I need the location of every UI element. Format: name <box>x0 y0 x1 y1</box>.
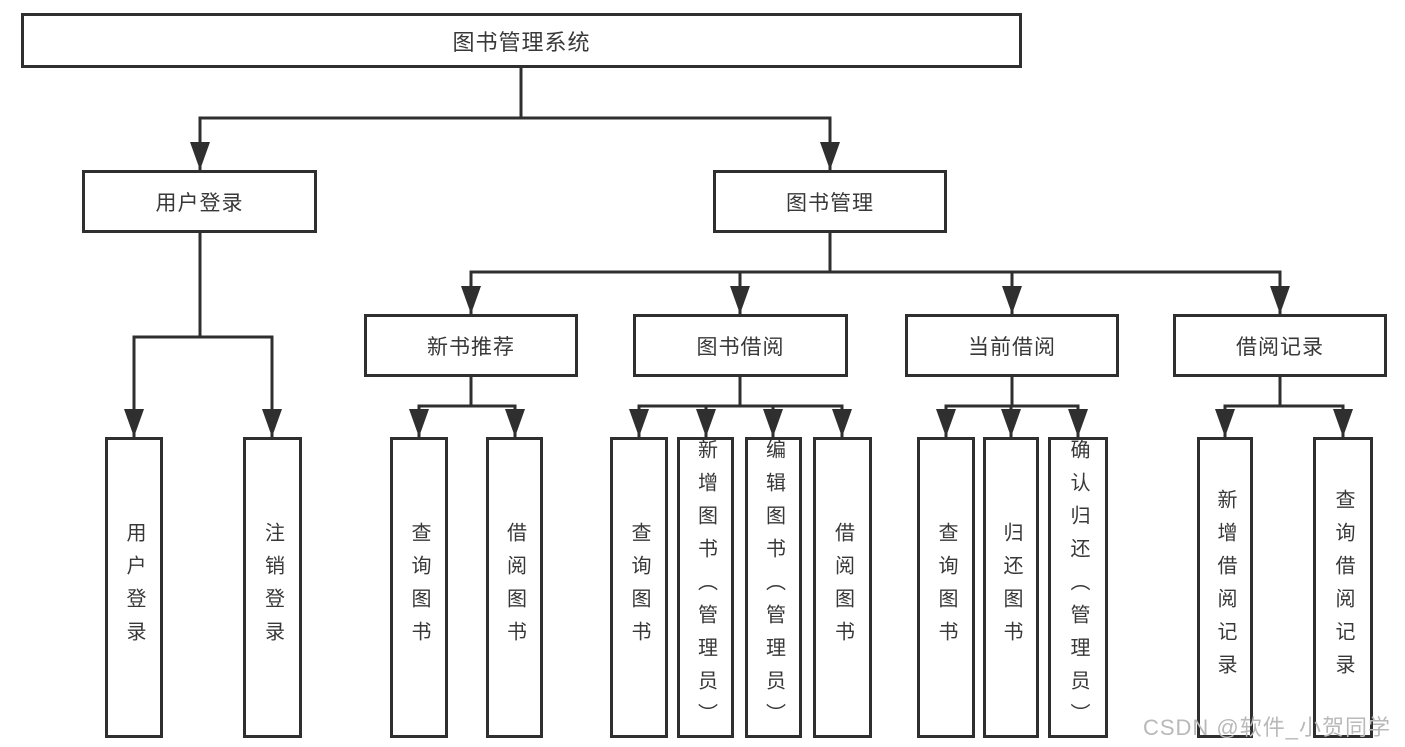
node-label: 查询借阅记录 <box>1332 488 1354 687</box>
node-label: 用户登录 <box>155 191 244 215</box>
node-label: 查询图书 <box>408 521 430 654</box>
node-borrowing-records: 借阅记录 <box>1173 314 1387 377</box>
node-label: 借阅记录 <box>1236 335 1324 359</box>
node-label: 注销登录 <box>261 521 284 654</box>
edge-newbookrec-leaves <box>417 377 517 437</box>
leaf-confirm-return-admin: 确认归还（管理员） <box>1048 437 1108 738</box>
edge-userlogin-leaves <box>132 233 274 437</box>
leaf-borrowing-query-books: 查询图书 <box>610 437 668 738</box>
node-label: 用户登录 <box>123 521 145 654</box>
node-label: 新增借阅记录 <box>1214 488 1236 687</box>
csdn-watermark: CSDN @软件_小贺同学 <box>1142 715 1391 740</box>
leaf-user-login: 用户登录 <box>105 437 163 738</box>
node-book-management: 图书管理 <box>713 170 947 233</box>
leaf-return-books: 归还图书 <box>983 437 1039 738</box>
node-current-borrowing: 当前借阅 <box>905 314 1119 377</box>
leaf-logout: 注销登录 <box>243 437 302 738</box>
node-label: 借阅图书 <box>831 521 854 654</box>
edge-bookborrow-leaves <box>637 377 844 437</box>
node-user-login: 用户登录 <box>82 170 317 233</box>
node-book-borrowing: 图书借阅 <box>633 314 848 377</box>
node-label: 确认归还（管理员） <box>1067 439 1089 736</box>
node-new-book-recommendation: 新书推荐 <box>364 314 578 377</box>
node-label: 查询图书 <box>935 521 957 654</box>
node-label: 归还图书 <box>1000 521 1022 654</box>
node-label: 新书推荐 <box>427 335 515 359</box>
edge-bookmgmt-level3 <box>469 233 1282 314</box>
leaf-query-borrow-record: 查询借阅记录 <box>1313 437 1373 738</box>
leaf-add-books-admin: 新增图书（管理员） <box>677 437 734 738</box>
edge-borrowrecord-leaves <box>1223 377 1345 437</box>
leaf-add-borrow-record: 新增借阅记录 <box>1197 437 1253 738</box>
leaf-edit-books-admin: 编辑图书（管理员） <box>745 437 802 738</box>
node-label: 图书借阅 <box>696 335 785 359</box>
node-library-management-system: 图书管理系统 <box>21 13 1022 68</box>
edge-root-level2 <box>198 68 832 170</box>
leaf-recommend-borrow-books: 借阅图书 <box>486 437 543 738</box>
leaf-current-query-books: 查询图书 <box>917 437 975 738</box>
leaf-borrowing-borrow-books: 借阅图书 <box>813 437 872 738</box>
node-label: 查询图书 <box>628 521 650 654</box>
node-label: 当前借阅 <box>968 335 1056 359</box>
leaf-recommend-query-books: 查询图书 <box>390 437 448 738</box>
node-label: 编辑图书（管理员） <box>762 439 785 736</box>
node-label: 借阅图书 <box>503 521 526 654</box>
node-label: 图书管理 <box>786 191 874 215</box>
node-label: 新增图书（管理员） <box>694 439 717 736</box>
arrowhead-icons <box>124 142 1353 437</box>
node-label: 图书管理系统 <box>452 29 591 55</box>
